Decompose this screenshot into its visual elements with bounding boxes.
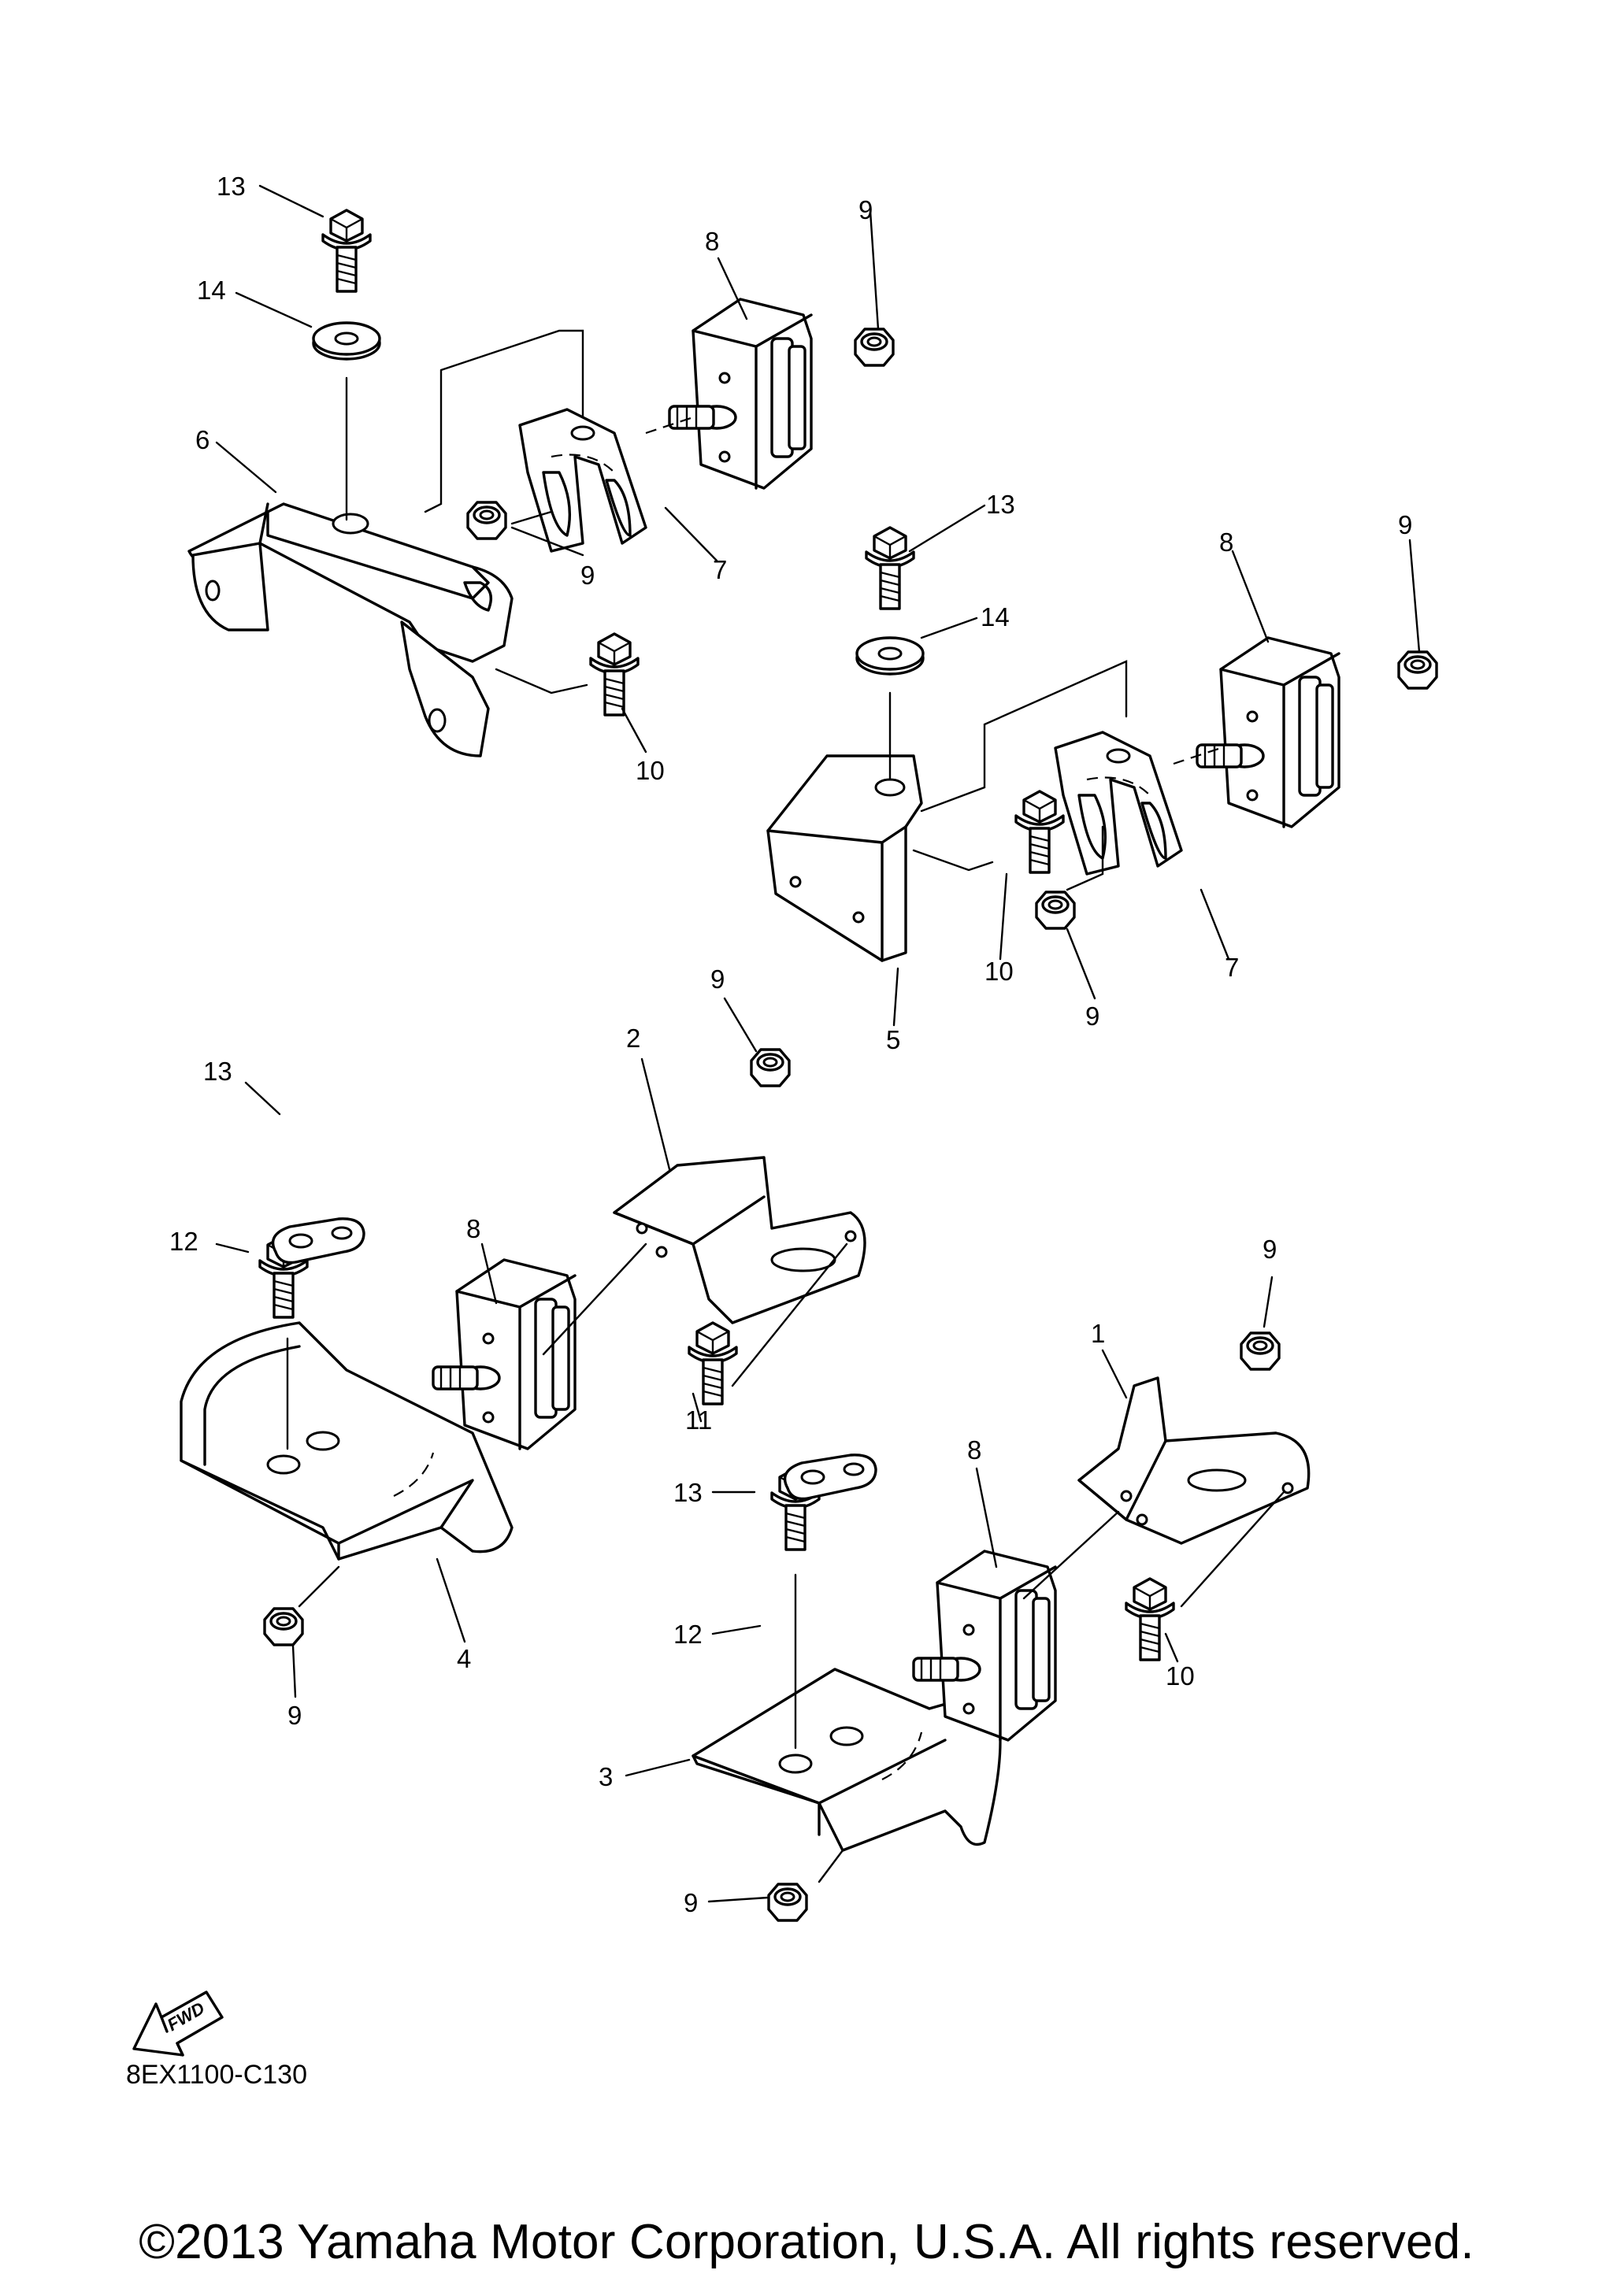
copyright-notice: ©2013 Yamaha Motor Corporation, U.S.A. A…: [139, 2215, 1474, 2269]
callout-label: 1: [1091, 1319, 1105, 1348]
callout-label: 14: [197, 276, 226, 305]
callout-label: 2: [626, 1024, 640, 1053]
callout-label: 8: [466, 1214, 480, 1243]
callout-label: 3: [599, 1762, 613, 1791]
callout-label: 10: [1166, 1661, 1195, 1691]
callout-label: 13: [986, 490, 1015, 519]
callout-label: 9: [684, 1888, 698, 1917]
callout-label: 9: [580, 561, 595, 590]
callout-labels: 13 14 6 8 9 9 7 10 13 14 8 9 7 9 10 5 13…: [169, 172, 1412, 1917]
callout-label: 10: [984, 957, 1014, 986]
leader-lines: [215, 184, 1421, 1903]
assembly-group-top-left: [187, 209, 895, 757]
callout-label: 9: [287, 1701, 302, 1730]
callout-label: 9: [1085, 1002, 1099, 1031]
callout-label: 8: [967, 1435, 981, 1465]
callout-label: 4: [457, 1644, 471, 1673]
callout-label: 13: [217, 172, 246, 201]
diagram-code: 8EX1100-C130: [126, 2060, 307, 2090]
assembly-group-bottom-right: [692, 1331, 1311, 1922]
assembly-group-middle-left: [180, 1048, 866, 1646]
forward-arrow-icon: FWD: [132, 1990, 224, 2057]
callout-label: 6: [195, 425, 210, 454]
callout-label: 5: [886, 1025, 900, 1054]
callout-label: 9: [1398, 510, 1412, 539]
callout-label: 12: [169, 1227, 198, 1256]
callout-label: 7: [1225, 953, 1239, 982]
callout-label: 13: [673, 1478, 703, 1507]
callout-label: 11: [685, 1405, 712, 1435]
callout-label: 8: [705, 227, 719, 256]
callout-label: 8: [1219, 528, 1233, 557]
assembly-group-top-right: [766, 526, 1438, 962]
callout-label: 10: [636, 756, 665, 785]
callout-label: 9: [858, 195, 873, 224]
callout-label: 12: [673, 1620, 703, 1649]
callout-label: 9: [710, 965, 725, 994]
callout-label: 14: [981, 602, 1010, 631]
callout-label: 13: [203, 1057, 232, 1086]
callout-label: 9: [1263, 1235, 1277, 1264]
callout-label: 7: [713, 555, 727, 584]
